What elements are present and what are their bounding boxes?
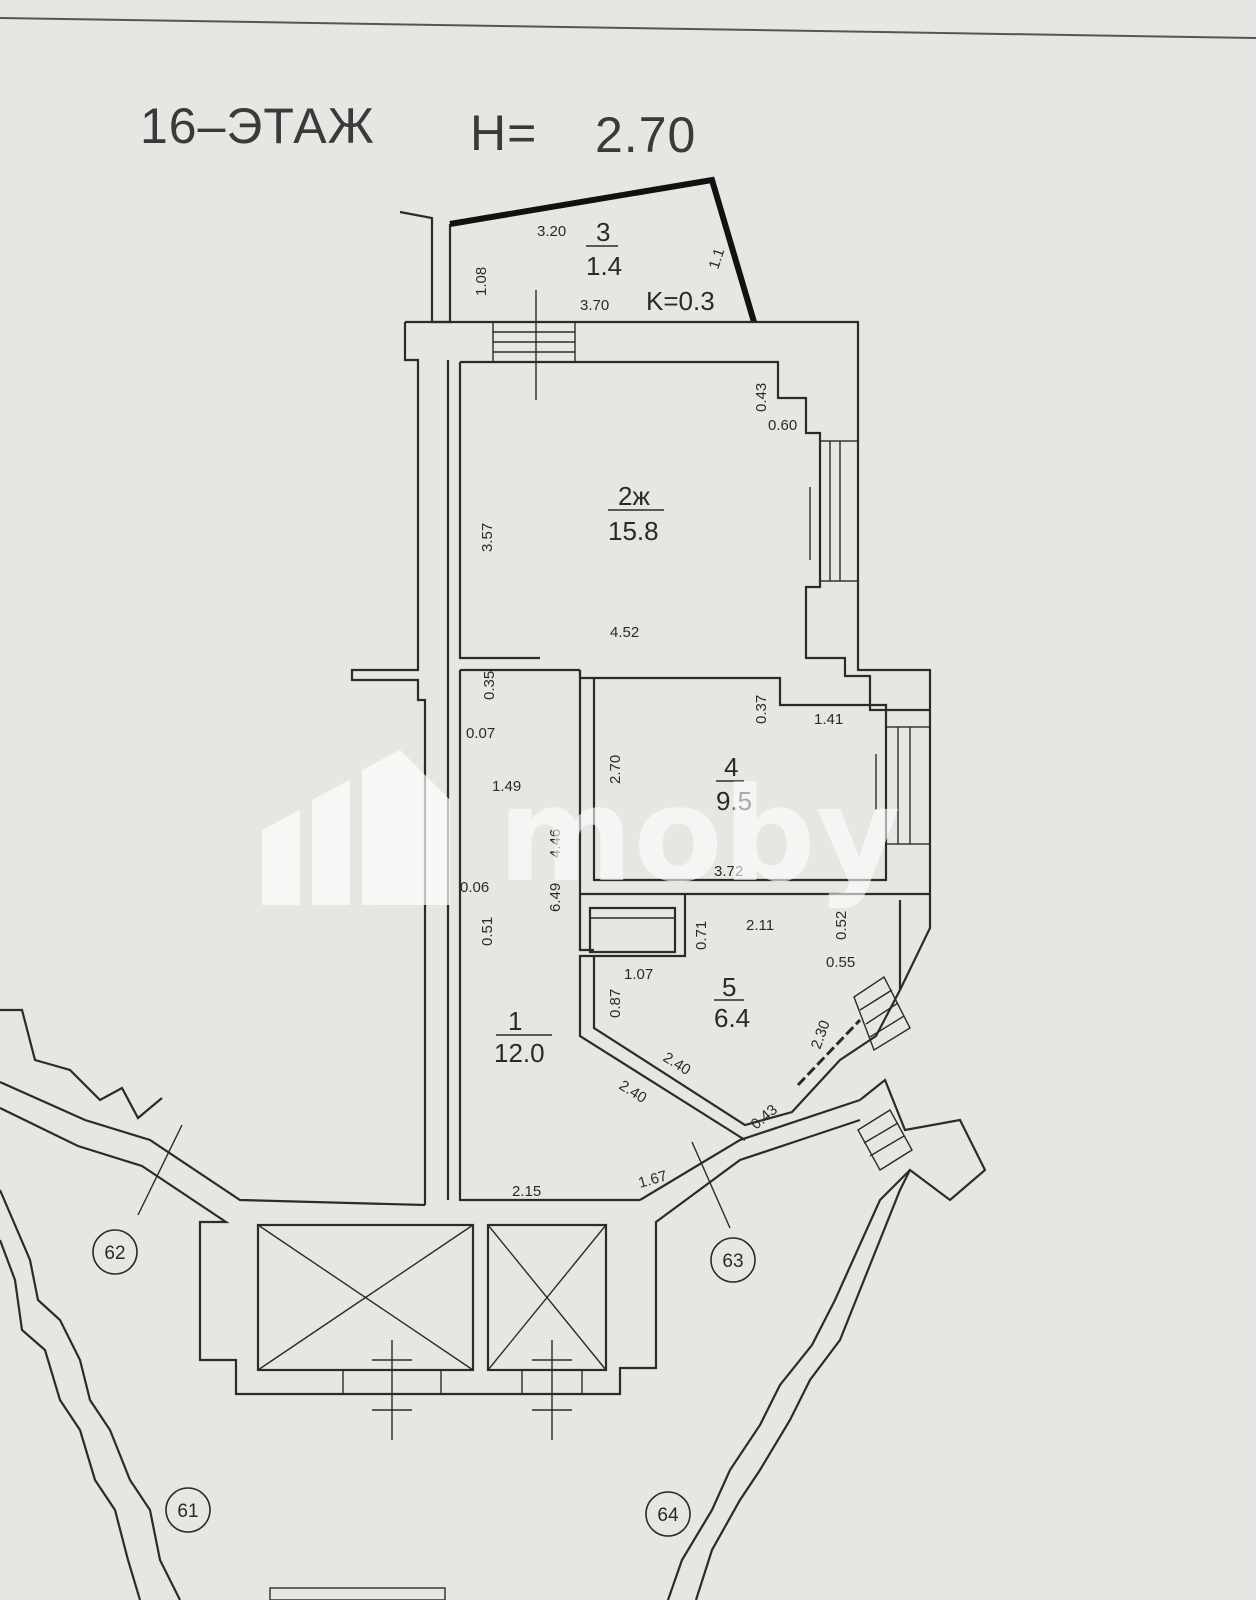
axis-marker-64: 64 — [645, 1491, 691, 1537]
watermark-text: moby — [498, 759, 901, 911]
dim-r1-a: 0.35 — [481, 671, 498, 700]
dim-r1-c: 1.49 — [492, 778, 521, 795]
room-3-coefficient: K=0.3 — [646, 286, 715, 316]
dim-r5-left: 0.87 — [607, 989, 624, 1018]
dim-r1-e: 0.06 — [460, 879, 489, 896]
dim-r4-top-h: 1.41 — [814, 711, 843, 728]
dim-r1-f: 6.49 — [547, 883, 564, 912]
dim-r5-top: 2.11 — [746, 917, 774, 934]
dim-r1-bottom: 2.15 — [512, 1183, 541, 1200]
dim-r5-d: 1.07 — [624, 966, 653, 983]
room-5-number: 5 — [722, 972, 736, 1002]
axis-marker-63: 63 — [710, 1237, 756, 1283]
dim-r4-left: 2.70 — [607, 755, 624, 784]
room-3-area: 1.4 — [586, 251, 622, 281]
dim-r2-left: 3.57 — [479, 523, 496, 552]
axis-64-label: 64 — [657, 1505, 679, 1526]
room-2-area: 15.8 — [608, 516, 659, 546]
dim-r5-b: 0.52 — [833, 911, 850, 940]
dim-r1-diag: 2.40 — [616, 1077, 650, 1107]
dim-balcony-right: 1.1 — [706, 246, 729, 271]
sheet-edge — [0, 17, 1256, 39]
dim-r4-top-v: 0.37 — [753, 695, 770, 724]
dim-balcony-top: 3.20 — [537, 223, 566, 240]
room-2-number: 2ж — [618, 481, 650, 511]
dim-r1-right: 1.67 — [636, 1167, 669, 1191]
axis-61-label: 61 — [177, 1501, 198, 1522]
axis-marker-62: 62 — [92, 1229, 138, 1275]
floor-title: 16–ЭТАЖ — [140, 98, 375, 154]
room-4-number: 4 — [724, 752, 738, 782]
dim-r1-b: 0.07 — [466, 725, 495, 742]
height-value: 2.70 — [595, 107, 696, 163]
dim-r5-a: 0.71 — [693, 921, 710, 950]
apartment-walls — [350, 320, 932, 1205]
room-1-area: 12.0 — [494, 1038, 545, 1068]
dim-r1-d: 4.46 — [547, 829, 564, 858]
room-3-number: 3 — [596, 217, 610, 247]
dim-r5-right: 2.30 — [808, 1018, 834, 1051]
dim-balcony-bottom: 3.70 — [580, 297, 609, 314]
room-5-area: 6.4 — [714, 1003, 750, 1033]
dim-r5-c: 0.55 — [826, 954, 855, 971]
height-label: H= — [470, 105, 537, 161]
room-4-area: 9.5 — [716, 786, 752, 816]
axis-marker-61: 61 — [165, 1487, 211, 1533]
axis-63-label: 63 — [722, 1251, 743, 1272]
dim-r2-corner-h: 0.60 — [768, 417, 797, 434]
room-1-number: 1 — [508, 1006, 522, 1036]
dim-r1-g: 0.51 — [479, 917, 496, 946]
dim-r4-bottom: 3.72 — [714, 863, 743, 880]
dim-r2-corner-v: 0.43 — [753, 383, 770, 412]
dim-balcony-left: 1.08 — [473, 267, 490, 296]
watermark-logo — [262, 750, 450, 905]
dim-r2-bottom: 4.52 — [610, 624, 639, 641]
lift-core — [0, 1008, 987, 1600]
axis-62-label: 62 — [104, 1243, 125, 1264]
